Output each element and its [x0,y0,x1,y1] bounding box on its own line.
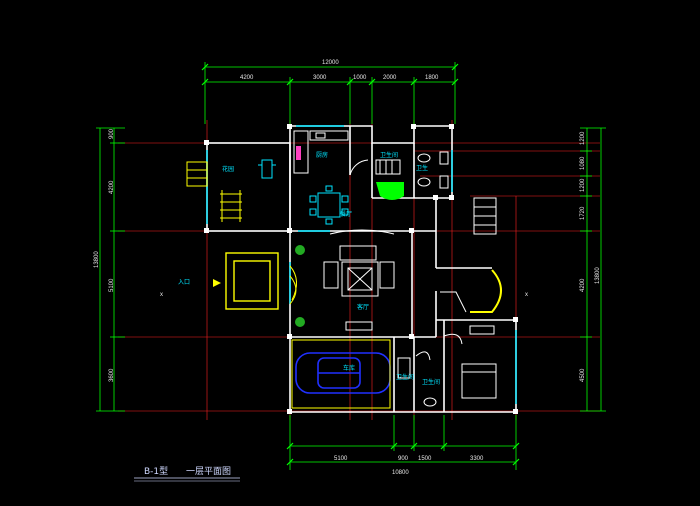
windows [206,125,517,404]
dim-top-total: 12000 [322,60,339,66]
dim-right-2: 1080 [580,156,586,170]
dim-right-total: 13800 [595,267,601,284]
dim-top-4: 2000 [383,75,397,81]
furniture [186,130,502,409]
room-label-bath-bottom: 卫生间 [396,373,414,381]
room-label-bath-bottom2: 卫生间 [422,378,440,386]
drawing-title: B-1型 一层平面图 [134,466,240,482]
dim-right-4: 1720 [580,206,586,220]
room-label-living: 客厅 [357,303,369,311]
dim-right-1: 1200 [580,131,586,145]
dim-top-3: 1000 [353,75,367,81]
room-label-entrance: 入口 [178,279,190,286]
dim-top-1: 4200 [240,75,254,81]
dim-left-total: 13800 [94,251,100,268]
plan-code: B-1型 [144,466,168,477]
dimension-lines [96,62,606,470]
axis-grid [118,120,600,420]
columns [204,124,518,414]
dim-bottom-2: 900 [398,456,409,462]
dim-bottom-4: 3300 [470,456,484,462]
axis-markers: x x [160,292,528,298]
dim-bottom-total: 10800 [392,470,409,476]
dim-top-5: 1800 [425,75,439,81]
room-labels: 花园 厨房 卫生间 卫生 餐厅 入口 客厅 车库 卫生间 卫生间 [178,151,440,386]
dim-left-3: 5100 [109,278,115,292]
dim-left-2: 4200 [109,180,115,194]
plan-name: 一层平面图 [186,466,231,477]
dimension-labels: 12000 4200 3000 1000 2000 1800 5100 900 … [94,60,601,476]
dim-bottom-3: 1500 [418,456,432,462]
room-label-garden: 花园 [222,165,234,173]
axis-mark-left: x [160,292,163,298]
dim-right-3: 1200 [580,178,586,192]
dim-left-1: 900 [109,128,115,139]
room-label-kitchen: 厨房 [316,151,328,159]
dim-bottom-1: 5100 [334,456,348,462]
room-label-garage: 车库 [343,364,355,372]
walls [206,125,517,413]
dim-left-4: 3600 [109,368,115,382]
room-label-bath-top: 卫生间 [380,151,398,159]
dim-right-5: 4200 [580,278,586,292]
dim-top-2: 3000 [313,75,327,81]
axis-mark-right: x [525,292,528,298]
dim-right-6: 4500 [580,368,586,382]
room-label-dining: 餐厅 [340,210,352,218]
room-label-wc-top: 卫生 [416,164,428,172]
